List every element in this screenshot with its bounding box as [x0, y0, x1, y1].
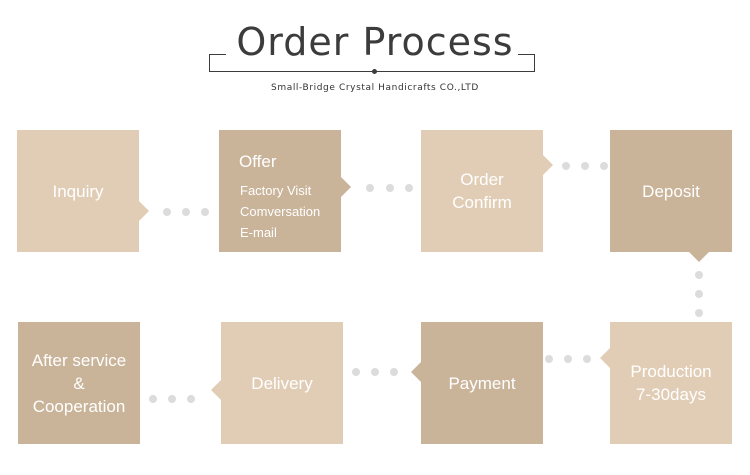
step-production-line2: 7-30days	[636, 385, 706, 404]
step-order-confirm: Order Confirm	[421, 130, 543, 252]
connector-dot	[168, 395, 176, 403]
step-delivery-label: Delivery	[251, 373, 313, 393]
connector-dot	[149, 395, 157, 403]
connector-dot	[564, 355, 572, 363]
step-order-confirm-line1: Order	[460, 170, 504, 189]
title-bracket-dot	[372, 69, 377, 74]
connector-dot	[352, 368, 360, 376]
step-after-service: After service & Cooperation	[18, 322, 140, 444]
step-after-service-line3: Cooperation	[32, 396, 126, 416]
connector-dot	[545, 355, 553, 363]
connector-dot	[201, 208, 209, 216]
connector-dot	[390, 368, 398, 376]
step-payment: Payment	[421, 322, 543, 444]
connector-dot	[187, 395, 195, 403]
title-bracket-right-vertical	[534, 54, 535, 72]
step-offer-item: E-mail	[240, 225, 277, 240]
step-offer: Offer Factory Visit Comversation E-mail	[219, 130, 341, 252]
step-delivery: Delivery	[221, 322, 343, 444]
step-deposit: Deposit	[610, 130, 732, 252]
connector-dot	[562, 162, 570, 170]
connector-dot	[366, 184, 374, 192]
arrow-payment	[411, 362, 421, 382]
connector-dot	[386, 184, 394, 192]
step-offer-item: Factory Visit	[240, 183, 312, 198]
step-offer-label: Offer	[239, 152, 277, 171]
connector-dot	[581, 162, 589, 170]
step-production-line1: Production	[630, 362, 712, 381]
arrow-inquiry	[139, 201, 149, 221]
connector-dot	[405, 184, 413, 192]
arrow-production	[600, 348, 610, 368]
step-after-service-line2: &	[73, 373, 85, 393]
step-offer-item: Comversation	[240, 204, 321, 219]
step-inquiry: Inquiry	[17, 130, 139, 252]
connector-dot	[600, 162, 608, 170]
connector-dot	[695, 290, 703, 298]
connector-dot	[695, 271, 703, 279]
connector-dot	[371, 368, 379, 376]
title-bracket-left-cap	[209, 54, 226, 55]
title-bracket-right-cap	[518, 54, 535, 55]
arrow-deposit	[689, 252, 709, 262]
step-after-service-line1: After service	[31, 350, 127, 370]
connector-dot	[695, 309, 703, 317]
arrow-delivery	[211, 380, 221, 400]
connector-dot	[163, 208, 171, 216]
step-payment-label: Payment	[448, 373, 516, 393]
page-title: Order Process	[236, 20, 514, 64]
connector-dot	[583, 355, 591, 363]
company-subtitle: Small-Bridge Crystal Handicrafts CO.,LTD	[271, 83, 479, 93]
step-order-confirm-line2: Confirm	[452, 193, 512, 212]
arrow-order-confirm	[543, 155, 553, 175]
connector-dot	[182, 208, 190, 216]
step-deposit-label: Deposit	[642, 181, 700, 201]
step-production: Production 7-30days	[610, 322, 732, 444]
arrow-offer	[341, 177, 351, 197]
title-bracket-left-vertical	[209, 54, 210, 72]
step-inquiry-label: Inquiry	[52, 181, 104, 201]
